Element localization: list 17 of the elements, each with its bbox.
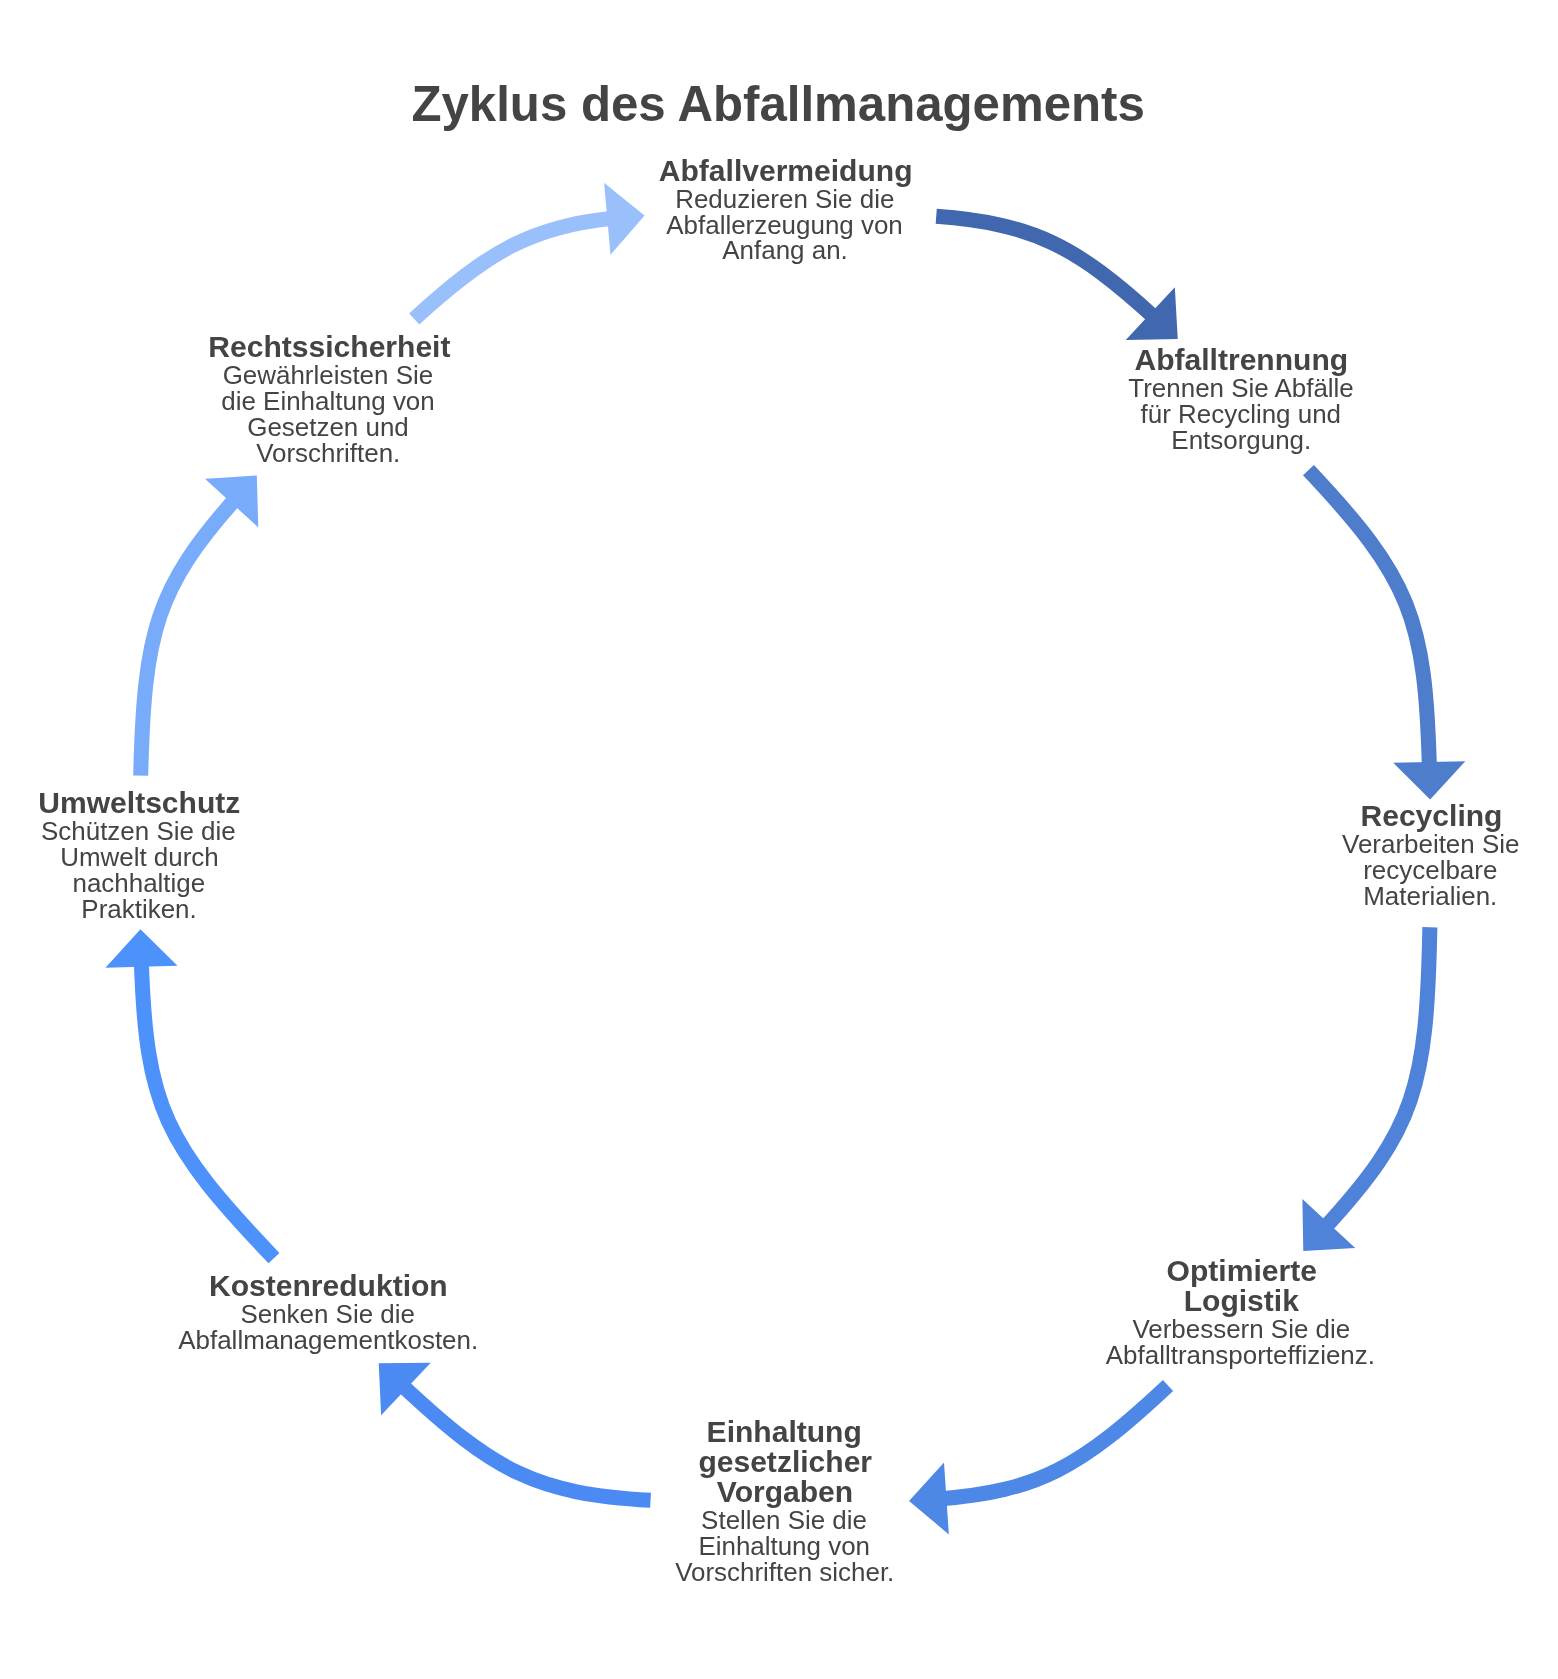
node-text: Optimierte Logistik Verbessern Sie die Abfalltransporteffizienz.: [1105, 1253, 1375, 1369]
arrow: [133, 474, 259, 776]
node-text: Abfallvermeidung Reduzieren Sie die Abfallerzeugung von Anfang an.: [658, 153, 913, 264]
arrow: [409, 182, 645, 325]
diagram-title: Zyklus des Abfallmanagements: [411, 75, 1145, 131]
arrow: [1302, 464, 1466, 799]
arrow: [1302, 926, 1438, 1251]
node-text: Rechtssicherheit Gewährleisten Sie die Einhaltung von Gesetzen und Vorschriften.: [208, 329, 451, 467]
node-text: Umweltschutz Schützen Sie die Umwelt durch nachhaltige Praktiken.: [38, 785, 241, 923]
arrow: [378, 1362, 652, 1508]
node-text: Abfalltrennung Trennen Sie Abfälle für Recycling und Entsorgung.: [1128, 342, 1354, 454]
node-text: Recycling Verarbeiten Sie recycelbare Materialien.: [1342, 798, 1520, 910]
node-text: Kostenreduktion Senken Sie die Abfallmanagementkosten.: [178, 1268, 479, 1354]
arrow: [935, 208, 1178, 340]
arrow: [909, 1379, 1174, 1534]
arrow: [105, 928, 280, 1263]
node-text: Einhaltung gesetzlicher Vorgaben Stellen Sie die Einhaltung von Vorschriften sicher.: [675, 1414, 895, 1586]
